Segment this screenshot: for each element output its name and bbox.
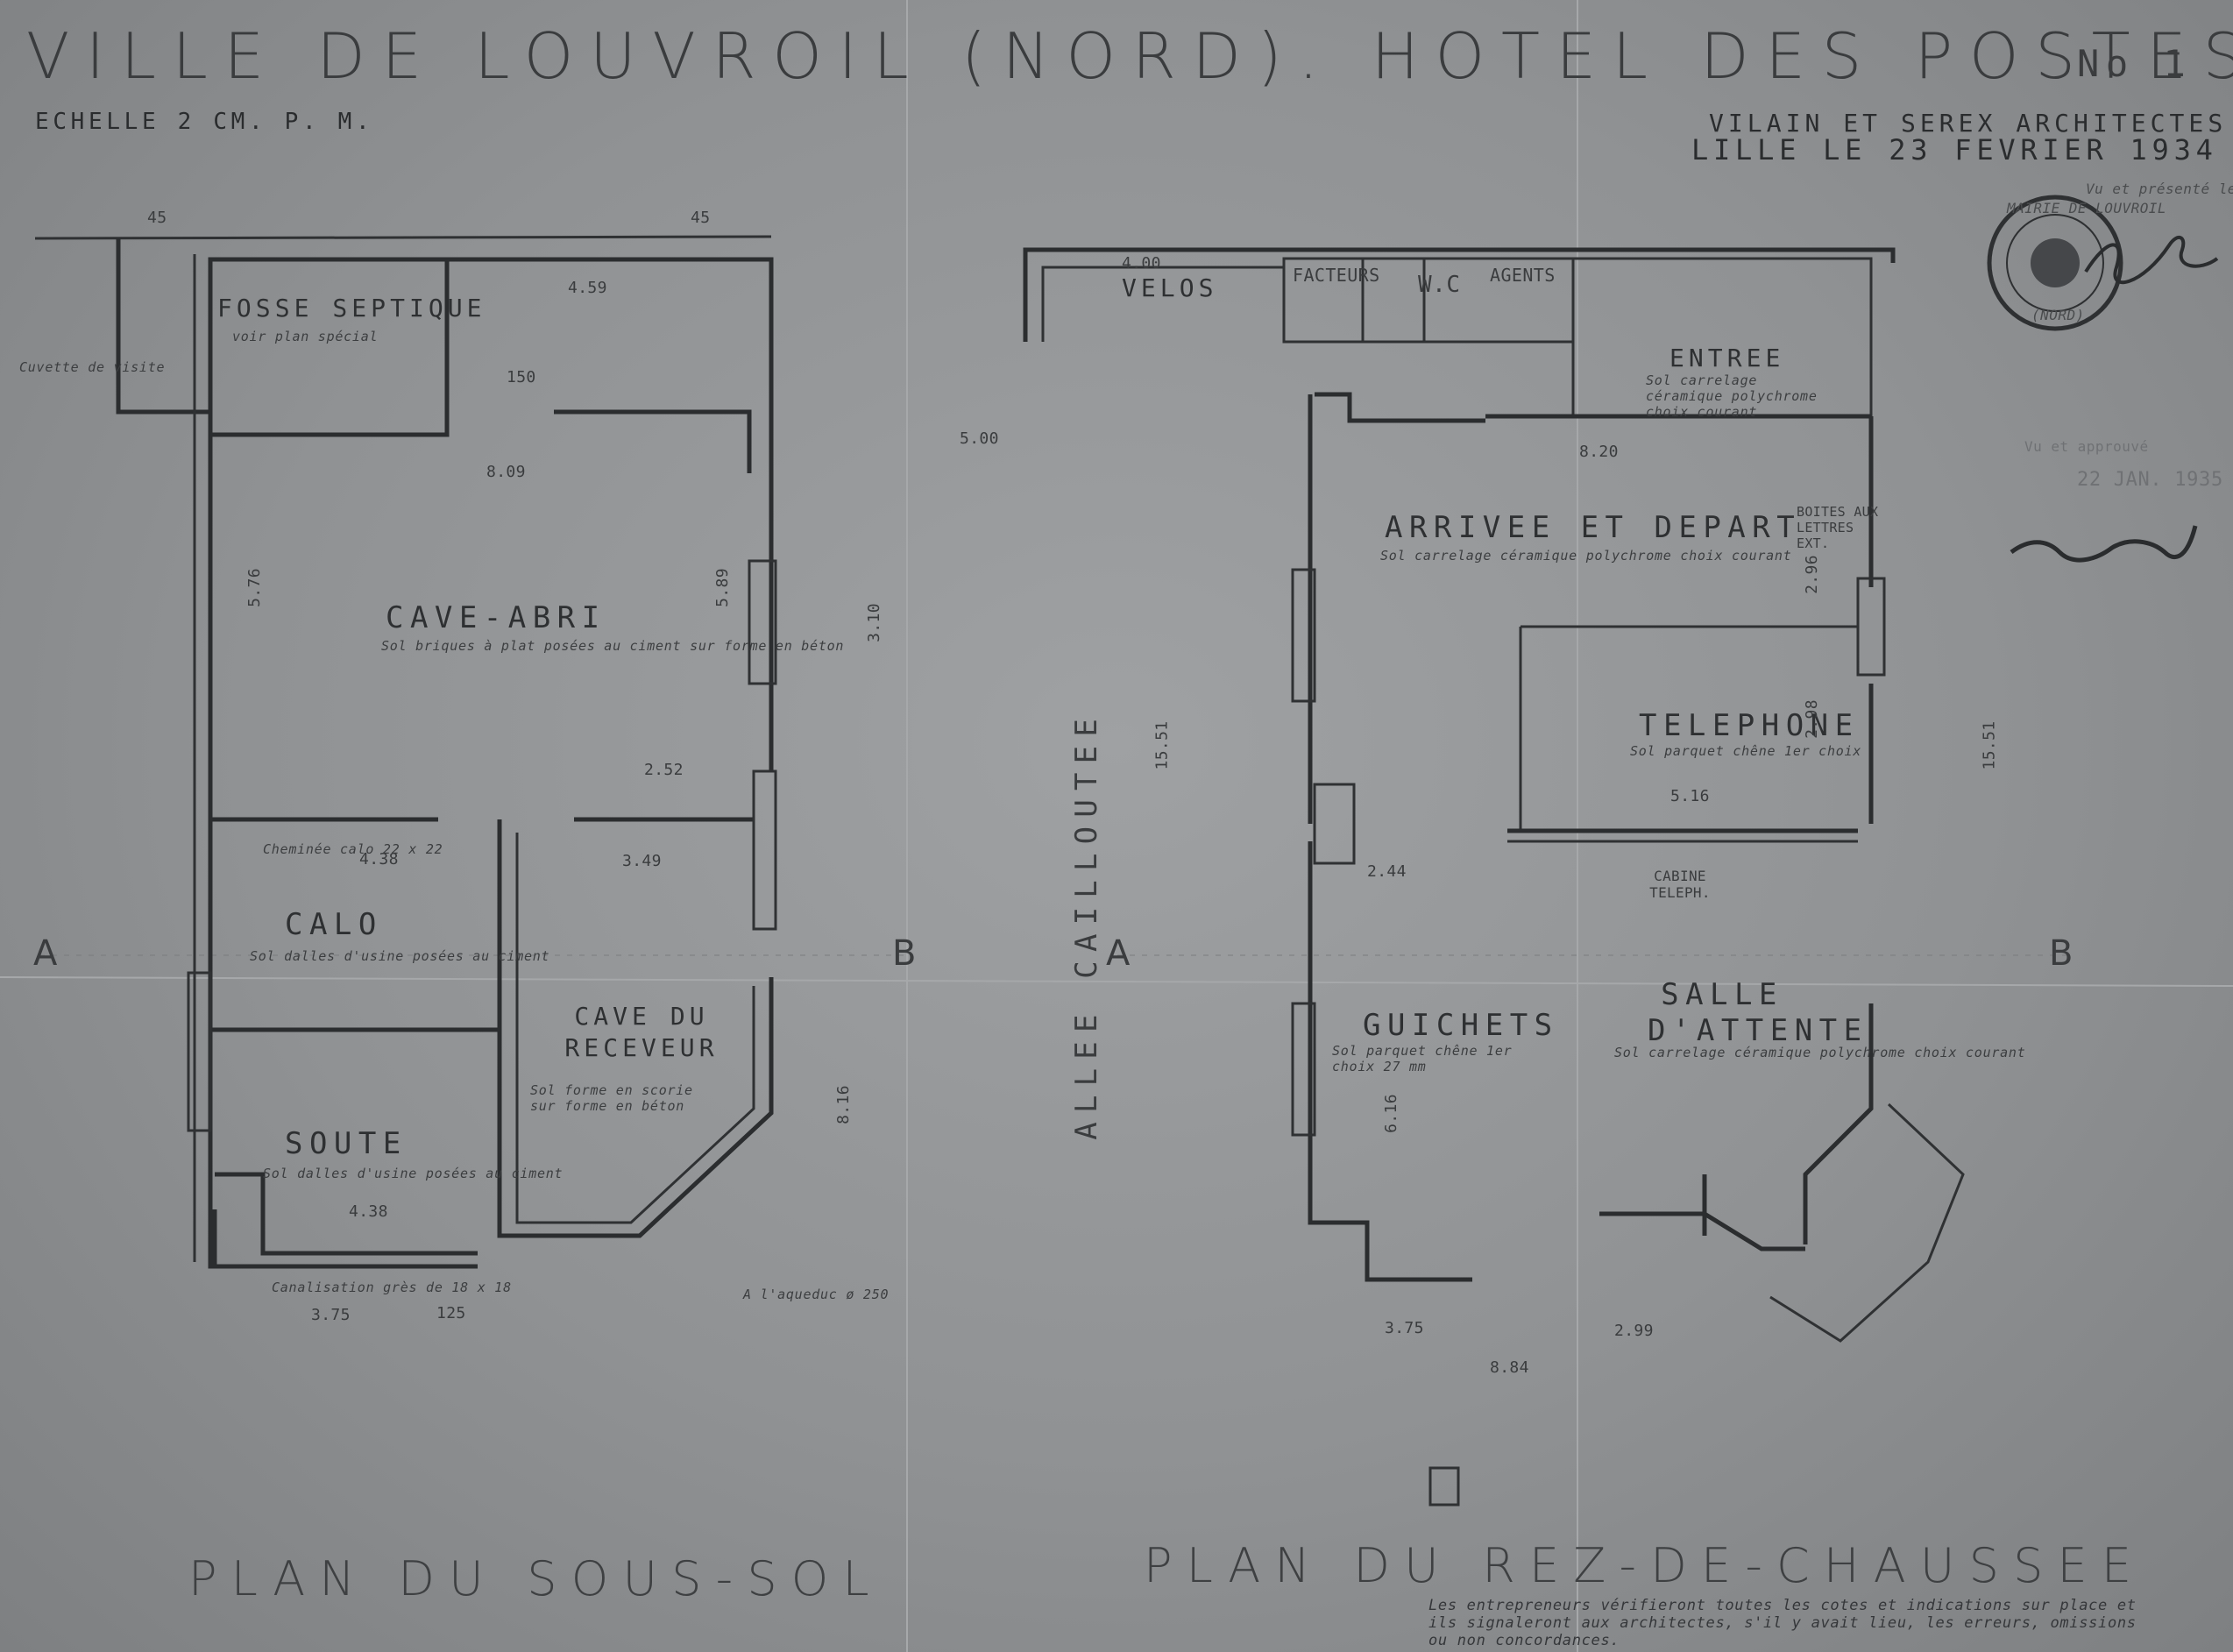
- room-calo-note: Sol dalles d'usine posées au ciment: [250, 948, 550, 964]
- room-arrivee-et-depart: ARRIVEE ET DEPART: [1385, 510, 1802, 545]
- dim-basement-576: 5.76: [245, 568, 264, 607]
- room-soute: SOUTE: [285, 1126, 408, 1161]
- dim-basement-589: 5.89: [712, 568, 732, 607]
- room-cave-abri-note: Sol briques à plat posées au ciment sur …: [381, 638, 845, 654]
- room-cave-receveur-note: Sol forme en scorie sur forme en béton: [530, 1082, 693, 1114]
- room-salle-d-attente: SALLE D'ATTENTE: [1648, 977, 1868, 1048]
- sheet-title: VILLE DE LOUVROIL (NORD). HOTEL DES POST…: [26, 19, 2233, 93]
- room-boites-aux-lettres: BOITES AUX LETTRES EXT.: [1797, 504, 1879, 551]
- note-canalisation: Canalisation grès de 18 x 18: [272, 1280, 512, 1295]
- dim-ground-296: 2.96: [1802, 555, 1821, 594]
- basement-walls: [34, 235, 777, 1269]
- cheminee-note: Cheminée calo 22 x 22: [263, 841, 443, 857]
- dim-ground-820: 8.20: [1579, 443, 1619, 461]
- room-telephone-note: Sol parquet chêne 1er choix: [1630, 743, 1862, 759]
- dim-basement-816: 8.16: [833, 1085, 853, 1124]
- room-velos: VELOS: [1122, 273, 1218, 302]
- room-wc: W.C: [1418, 272, 1461, 298]
- sheet-number: No 1: [2077, 42, 2193, 85]
- room-agents: AGENTS: [1490, 265, 1556, 286]
- room-facteurs: FACTEURS: [1293, 265, 1380, 286]
- town-seal: [1987, 195, 2123, 331]
- dim-ground-298: 2.98: [1802, 699, 1821, 739]
- dim-basement-438b: 4.38: [349, 1202, 388, 1221]
- contractor-note: Les entrepreneurs vérifieront toutes les…: [1428, 1597, 2137, 1649]
- room-telephone: TELEPHONE: [1639, 708, 1860, 743]
- dim-basement-150: 150: [507, 368, 536, 386]
- room-arrivee-note: Sol carrelage céramique polychrome choix…: [1380, 548, 1792, 564]
- signature-mark-2: [2010, 525, 2198, 563]
- room-fosse-note: voir plan spécial: [232, 329, 379, 344]
- dim-ground-400: 4.00: [1122, 254, 1161, 273]
- room-calo: CALO: [285, 907, 383, 942]
- approval-date: 22 JAN. 1935: [2077, 469, 2223, 491]
- stamp-seal-sub-text: (NORD): [2031, 307, 2085, 323]
- dim-ground-299: 2.99: [1614, 1322, 1654, 1340]
- signature-mark: [2084, 236, 2219, 285]
- dim-ground-1551b: 15.51: [1980, 720, 1999, 770]
- architects-label: VILAIN ET SEREX ARCHITECTES: [1709, 109, 2228, 138]
- note-cuvette: Cuvette de visite: [19, 359, 166, 375]
- section-marker-b-basement: B: [892, 933, 923, 974]
- note-aqueduc: A l'aqueduc ø 250: [743, 1287, 890, 1302]
- dim-basement-45b: 45: [691, 209, 711, 227]
- dim-basement-125: 125: [436, 1304, 466, 1322]
- section-marker-a-basement: A: [33, 933, 64, 974]
- dim-ground-244: 2.44: [1367, 862, 1407, 881]
- section-marker-a-ground: A: [1106, 933, 1137, 974]
- room-salle-attente-note: Sol carrelage céramique polychrome choix…: [1614, 1045, 2026, 1060]
- dim-basement-252: 2.52: [644, 761, 684, 779]
- dim-basement-349: 3.49: [622, 852, 662, 870]
- dim-basement-310: 3.10: [864, 603, 883, 642]
- dim-basement-809: 8.09: [486, 463, 526, 481]
- alley-caillotee: ALLEE CAILLOUTEE: [1069, 710, 1104, 1140]
- dim-basement-438a: 4.38: [359, 850, 399, 869]
- room-guichets: GUICHETS: [1363, 1008, 1559, 1043]
- dim-ground-1551a: 15.51: [1152, 720, 1172, 770]
- plan-title-basement: PLAN DU SOUS-SOL: [188, 1551, 883, 1606]
- scale-label: ECHELLE 2 CM. P. M.: [35, 109, 374, 135]
- room-entree-note: Sol carrelage céramique polychrome choix…: [1646, 372, 1818, 420]
- room-cabine-teleph: CABINE TELEPH.: [1649, 868, 1711, 901]
- approval-note: Vu et approuvé: [2024, 438, 2149, 455]
- dim-basement-375: 3.75: [311, 1306, 351, 1324]
- stamp-note: Vu et présenté le Maire: [2086, 181, 2233, 197]
- room-soute-note: Sol dalles d'usine posées au ciment: [263, 1166, 564, 1181]
- room-entree: ENTREE: [1669, 344, 1785, 372]
- fold-line-horizontal: [0, 976, 2233, 987]
- dim-ground-884: 8.84: [1490, 1358, 1529, 1377]
- room-guichets-note: Sol parquet chêne 1er choix 27 mm: [1332, 1043, 1513, 1074]
- dim-basement-459: 4.59: [568, 279, 607, 297]
- plan-title-ground-floor: PLAN DU REZ-DE-CHAUSSEE: [1144, 1538, 2146, 1593]
- room-fosse-septique: FOSSE SEPTIQUE: [217, 294, 486, 323]
- section-marker-b-ground: B: [2049, 933, 2080, 974]
- room-cave-abri: CAVE-ABRI: [386, 600, 606, 635]
- dim-ground-516: 5.16: [1670, 787, 1710, 805]
- ground-floor-walls: [1023, 247, 1965, 1507]
- dim-basement-45a: 45: [147, 209, 167, 227]
- stamp-seal-ring-text: MAIRIE DE LOUVROIL: [2007, 200, 2167, 216]
- dim-ground-375: 3.75: [1385, 1319, 1424, 1337]
- dim-ground-616: 6.16: [1381, 1094, 1400, 1133]
- place-date-label: LILLE LE 23 FEVRIER 1934: [1691, 133, 2218, 167]
- dim-ground-500: 5.00: [960, 429, 999, 448]
- room-cave-du-receveur: CAVE DU RECEVEUR: [564, 1002, 719, 1063]
